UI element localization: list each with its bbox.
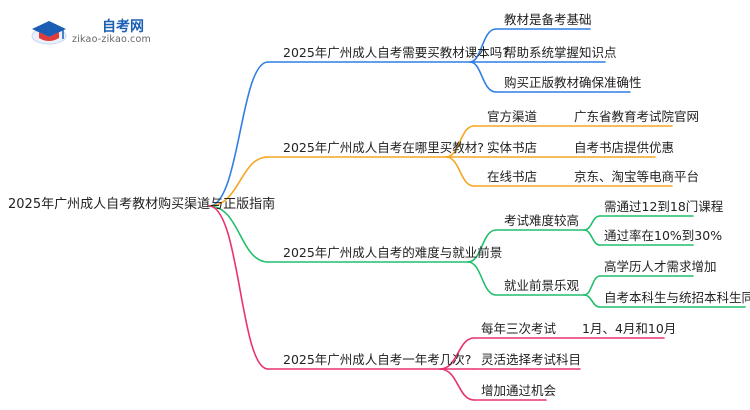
logo-url: zikao-zikao.com bbox=[72, 34, 151, 45]
node-good-prospects: 就业前景乐观 bbox=[504, 278, 580, 293]
link-b3-c1 bbox=[467, 229, 497, 263]
link-b3-c2 bbox=[467, 261, 497, 296]
link-b4-c3 bbox=[439, 368, 475, 401]
link-root-b2 bbox=[208, 156, 269, 207]
node-flexible-subjects: 灵活选择考试科目 bbox=[481, 352, 582, 367]
leaf-demand-increase: 高学历人才需求增加 bbox=[604, 259, 717, 274]
link-root-b3 bbox=[208, 205, 269, 263]
node-master-knowledge: 帮助系统掌握知识点 bbox=[504, 45, 617, 60]
leaf-course-count: 需通过12到18门课程 bbox=[604, 199, 724, 214]
node-online-store: 在线书店 bbox=[487, 169, 538, 184]
site-logo: 自考网 zikao-zikao.com bbox=[30, 14, 170, 50]
node-physical-store: 实体书店 bbox=[487, 140, 538, 155]
branch-exams-per-year: 2025年广州成人自考一年考几次? bbox=[283, 352, 472, 367]
link-b1-c3 bbox=[469, 61, 497, 93]
branch-where-to-buy: 2025年广州成人自考在哪里买教材? bbox=[283, 140, 484, 155]
link-b2-c3 bbox=[445, 156, 475, 187]
link-root-b1 bbox=[208, 61, 269, 207]
node-genuine-accuracy: 购买正版教材确保准确性 bbox=[504, 75, 642, 90]
leaf-exam-months: 1月、4月和10月 bbox=[582, 321, 677, 336]
root-topic: 2025年广州成人自考教材购买渠道与正版指南 bbox=[8, 197, 276, 212]
link-b1-c1 bbox=[469, 28, 497, 63]
link-b3-c1-g2 bbox=[583, 229, 601, 246]
node-textbook-foundation: 教材是备考基础 bbox=[504, 12, 592, 27]
node-three-exams: 每年三次考试 bbox=[481, 321, 557, 336]
leaf-pass-rate: 通过率在10%到30% bbox=[604, 228, 723, 243]
leaf-equal-opportunity: 自考本科生与统招本科生同等机会 bbox=[604, 290, 750, 305]
leaf-ecommerce-platforms: 京东、淘宝等电商平台 bbox=[574, 169, 700, 184]
logo-title: 自考网 bbox=[102, 19, 144, 35]
node-more-chances: 增加通过机会 bbox=[481, 383, 557, 398]
node-high-difficulty: 考试难度较高 bbox=[504, 213, 580, 228]
link-b3-c2-g1 bbox=[583, 275, 601, 296]
link-root-b4 bbox=[208, 205, 269, 370]
link-b2-c1 bbox=[445, 125, 475, 158]
graduation-cap-icon bbox=[31, 21, 67, 45]
node-official-channel: 官方渠道 bbox=[487, 109, 538, 124]
leaf-bookstore-discount: 自考书店提供优惠 bbox=[574, 140, 675, 155]
leaf-exam-authority-site: 广东省教育考试院官网 bbox=[574, 109, 700, 124]
link-b3-c2-g2 bbox=[583, 294, 601, 308]
link-b4-c1 bbox=[439, 337, 475, 370]
link-b3-c1-g1 bbox=[583, 215, 601, 231]
branch-need-textbooks: 2025年广州成人自考需要买教材课本吗? bbox=[283, 45, 509, 60]
branch-difficulty-prospects: 2025年广州成人自考的难度与就业前景 bbox=[283, 245, 503, 260]
